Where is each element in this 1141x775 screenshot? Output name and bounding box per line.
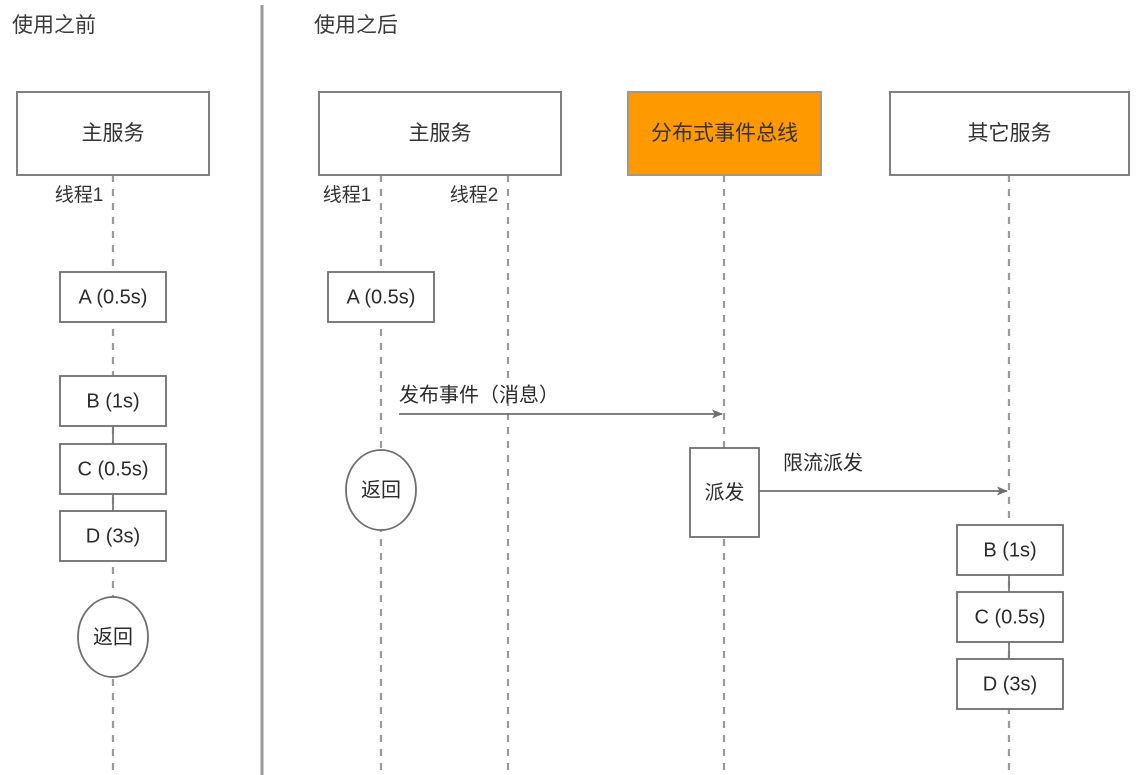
activity-other-d: D (3s) — [956, 658, 1064, 710]
activity-label-after-a: A (0.5s) — [347, 286, 416, 308]
messages-layer: 发布事件（消息） 限流派发 — [399, 383, 1008, 496]
section-titles: 使用之前 使用之后 — [12, 14, 398, 37]
participant-box-before-main — [16, 91, 210, 176]
return-ellipse-after-return — [345, 449, 417, 531]
activity-box-before-a — [59, 271, 167, 323]
thread-label-after-thread2-label: 线程2 — [450, 184, 499, 206]
activity-before-b: B (1s) — [59, 375, 167, 427]
activity-box-before-b — [59, 375, 167, 427]
thread-labels-layer: 线程1 线程1 线程2 — [55, 184, 499, 206]
participant-event-bus: 分布式事件总线 — [627, 91, 822, 176]
participant-box-other-service — [889, 91, 1130, 176]
message-publish-event: 发布事件（消息） — [399, 383, 723, 419]
participant-label-event-bus: 分布式事件总线 — [651, 122, 798, 145]
activity-box-other-d — [956, 658, 1064, 710]
activity-label-before-d: D (3s) — [86, 525, 140, 547]
participant-label-other-service: 其它服务 — [968, 122, 1052, 145]
activity-label-other-c: C (0.5s) — [974, 606, 1045, 628]
activity-box-other-b — [956, 524, 1064, 576]
activity-before-c: C (0.5s) — [59, 443, 167, 495]
participant-label-after-main: 主服务 — [409, 122, 472, 145]
participant-box-after-main — [318, 91, 562, 176]
message-label-publish-event: 发布事件（消息） — [399, 383, 559, 406]
activity-other-b: B (1s) — [956, 524, 1064, 576]
participant-after-main: 主服务 — [318, 91, 562, 176]
return-ellipse-before-return — [77, 596, 149, 678]
activity-other-c: C (0.5s) — [956, 591, 1064, 643]
activity-before-d: D (3s) — [59, 510, 167, 562]
participants-layer: 主服务 主服务 分布式事件总线 其它服务 — [16, 91, 1130, 176]
activity-after-a: A (0.5s) — [327, 271, 435, 323]
activity-box-dispatch — [689, 447, 760, 538]
return-label-before-return: 返回 — [93, 625, 133, 648]
section-title-after: 使用之后 — [314, 14, 398, 37]
participant-before-main: 主服务 — [16, 91, 210, 176]
activity-label-dispatch: 派发 — [705, 481, 745, 504]
lifelines-layer — [111, 175, 1011, 775]
participant-other-service: 其它服务 — [889, 91, 1130, 176]
connectors-layer — [112, 426, 1010, 659]
activity-box-other-c — [956, 591, 1064, 643]
participant-label-before-main: 主服务 — [82, 122, 145, 145]
activity-label-other-b: B (1s) — [983, 539, 1036, 561]
return-after-return: 返回 — [345, 449, 417, 531]
activity-box-after-a — [327, 271, 435, 323]
activity-label-before-c: C (0.5s) — [77, 458, 148, 480]
message-rate-limited-dispatch: 限流派发 — [759, 451, 1008, 496]
return-label-after-return: 返回 — [361, 478, 401, 501]
participant-box-event-bus — [627, 91, 822, 176]
activity-box-before-d — [59, 510, 167, 562]
thread-label-after-thread1-label: 线程1 — [323, 184, 372, 206]
activity-label-other-d: D (3s) — [983, 673, 1037, 695]
activities-layer: A (0.5s) B (1s) C (0.5s) D (3s) A (0.5s) 派发 B … — [59, 271, 1064, 710]
activity-dispatch: 派发 — [689, 447, 760, 538]
activity-label-before-a: A (0.5s) — [79, 286, 148, 308]
activity-label-before-b: B (1s) — [86, 390, 139, 412]
thread-label-before-thread1-label: 线程1 — [55, 184, 104, 206]
activity-box-before-c — [59, 443, 167, 495]
activity-before-a: A (0.5s) — [59, 271, 167, 323]
section-title-before: 使用之前 — [12, 14, 96, 37]
return-before-return: 返回 — [77, 596, 149, 678]
message-label-rate-limited-dispatch: 限流派发 — [783, 451, 863, 474]
